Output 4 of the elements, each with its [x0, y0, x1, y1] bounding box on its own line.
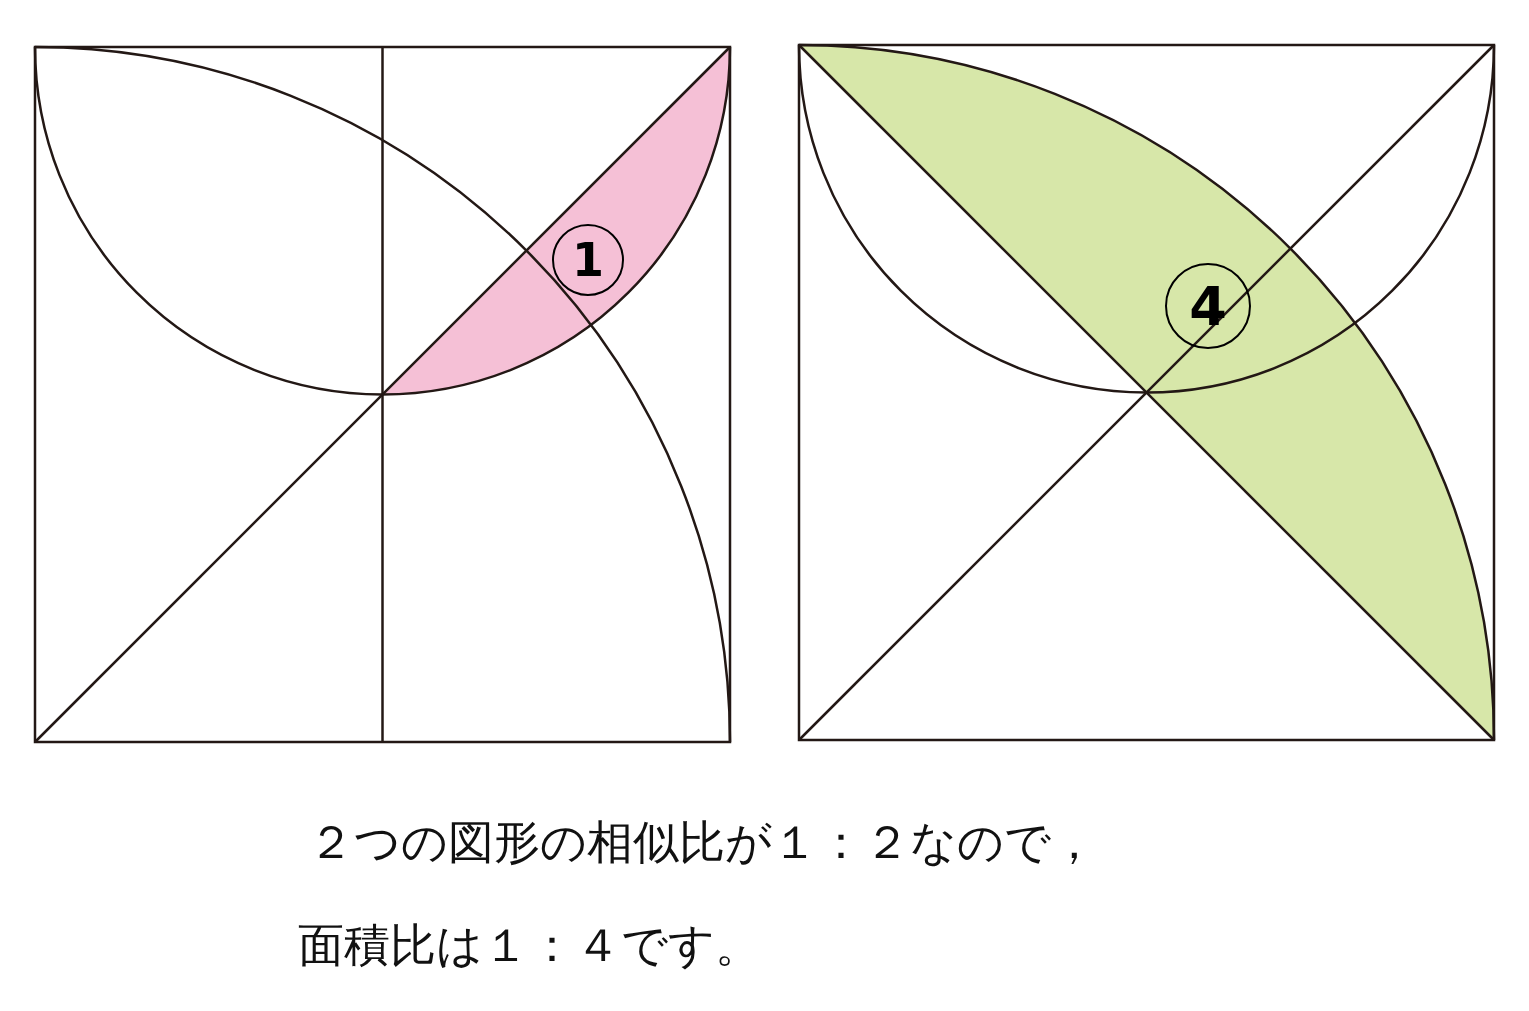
circled-number: 4	[1165, 263, 1251, 349]
explanation-text: 面積比は１：４です。	[298, 917, 761, 974]
explanation-text: ２つの図形の相似比が１：２なので，	[308, 814, 1097, 871]
circled-number: 1	[552, 224, 624, 296]
